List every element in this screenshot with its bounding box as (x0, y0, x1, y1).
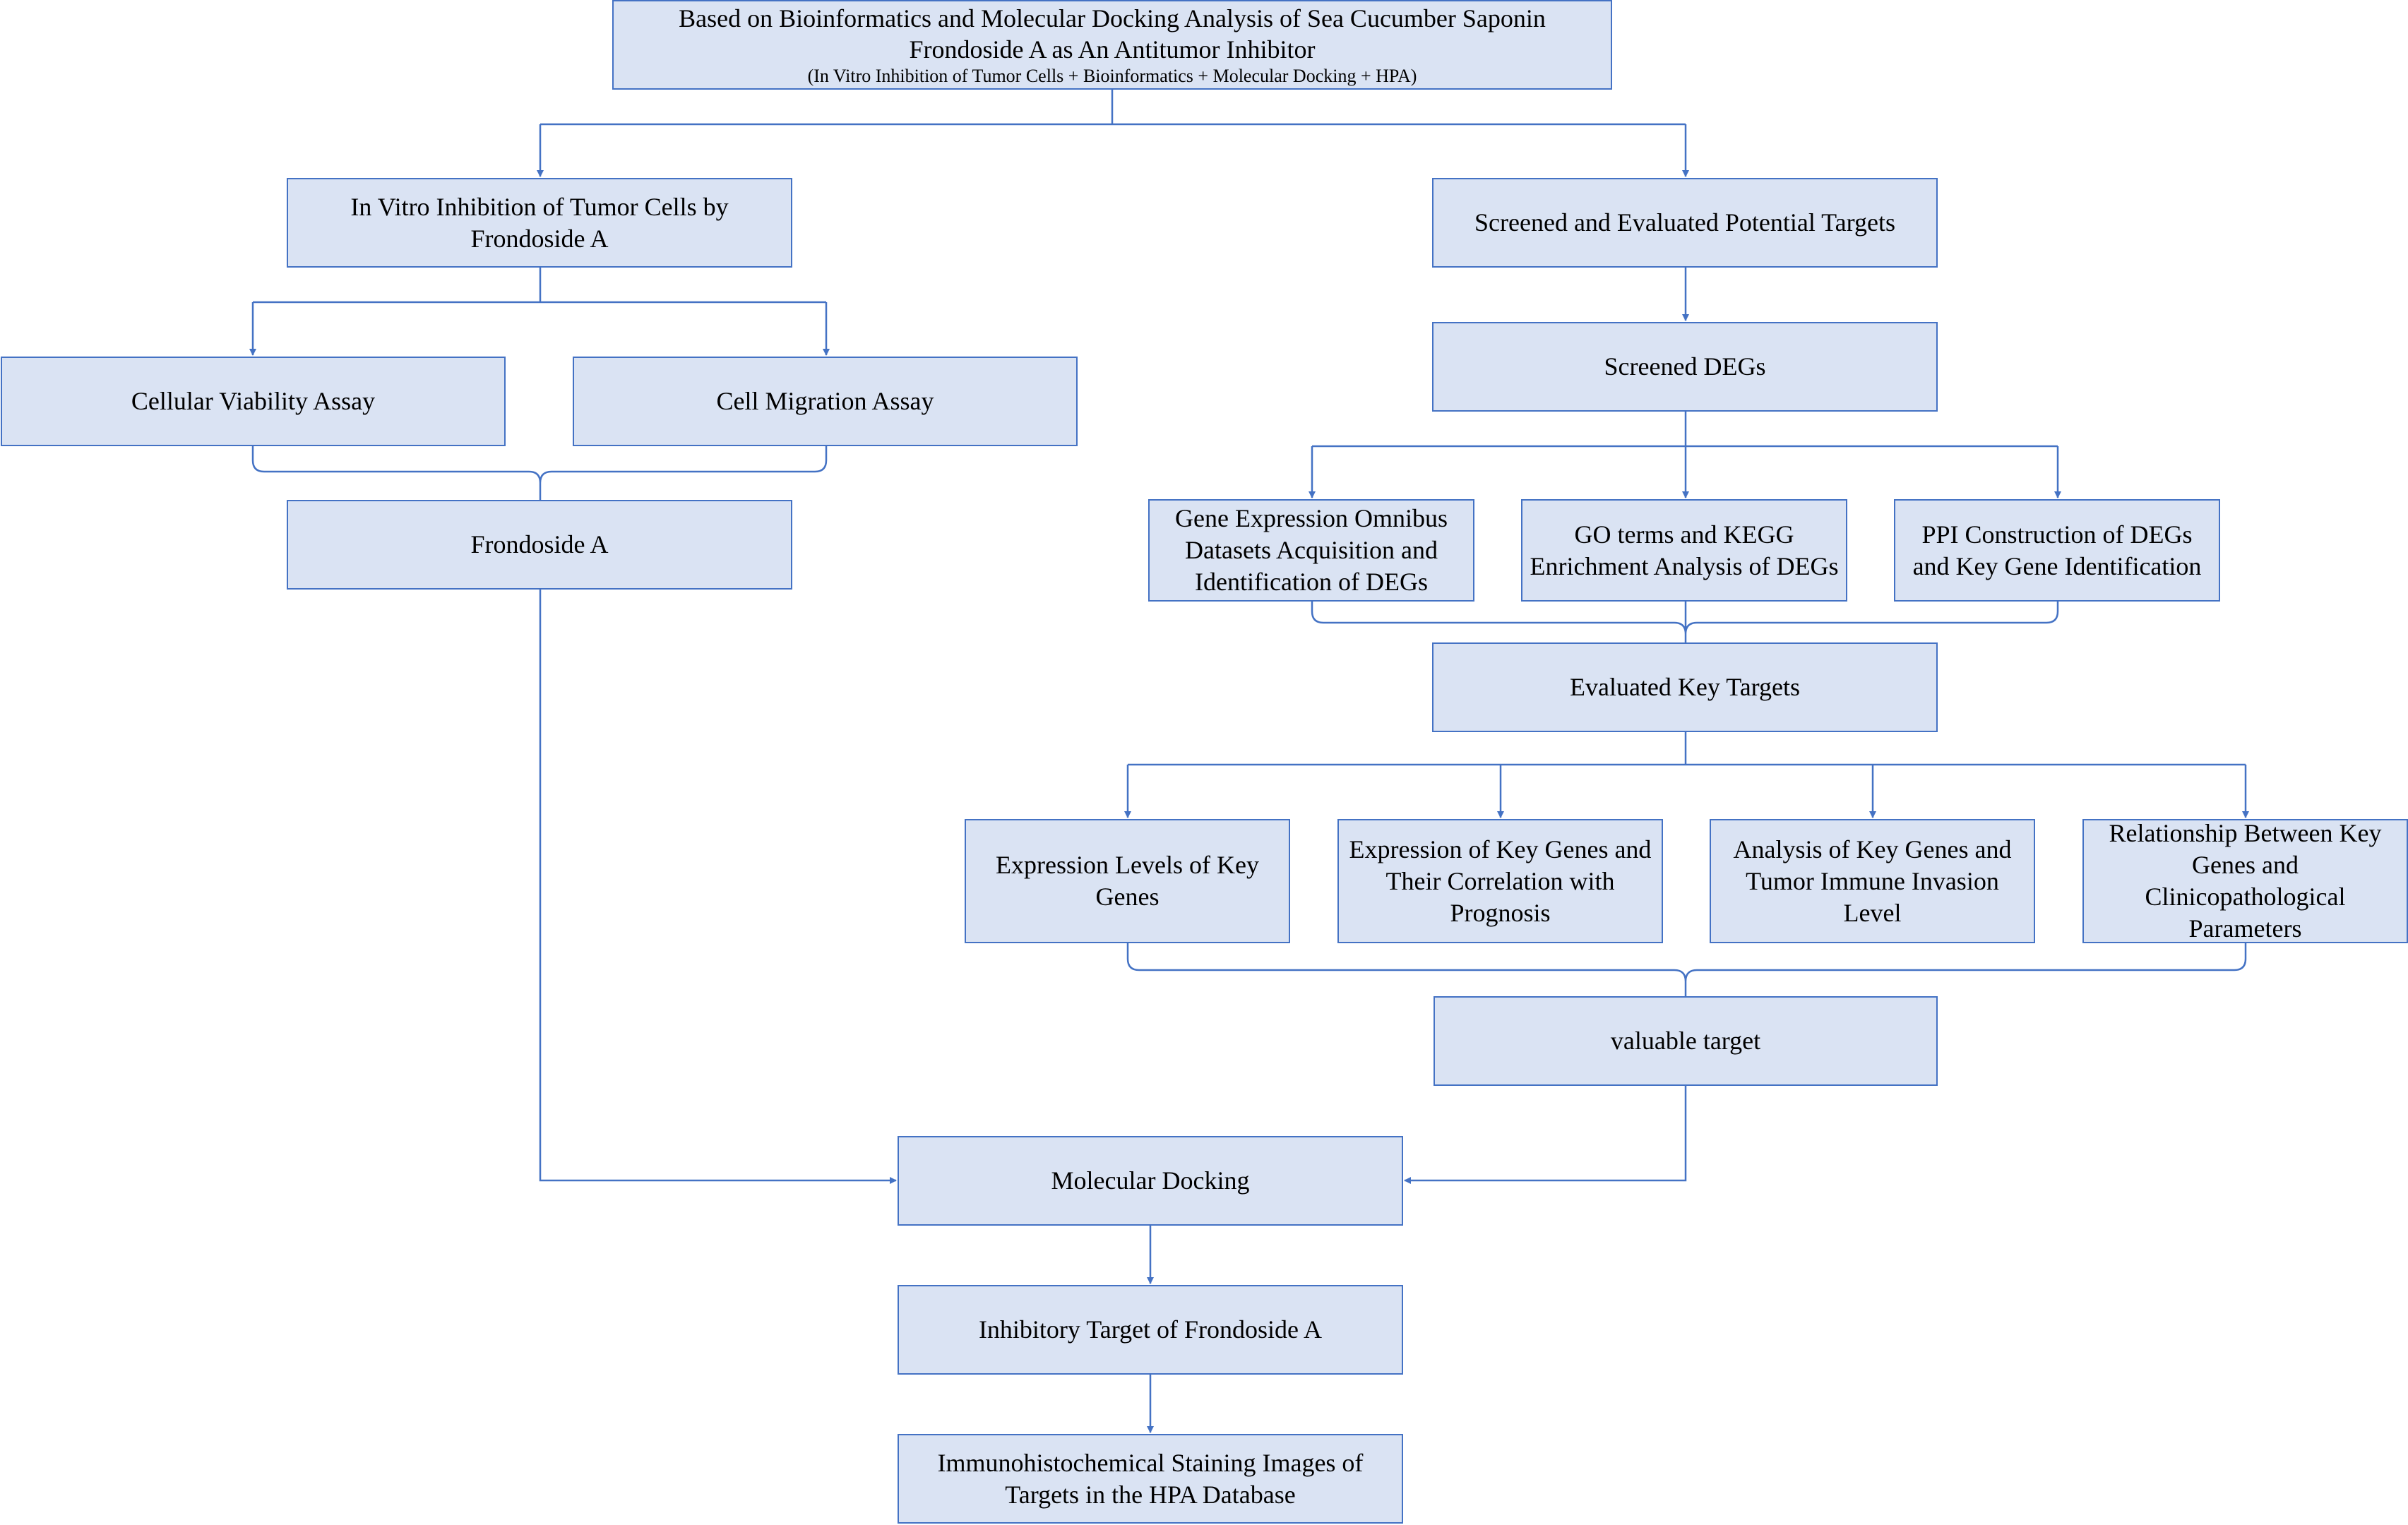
node-clinicopathological: Relationship Between Key Genes and Clini… (2082, 819, 2408, 943)
node-screened-evaluated-targets: Screened and Evaluated Potential Targets (1432, 178, 1938, 268)
title-line-1: Based on Bioinformatics and Molecular Do… (679, 4, 1546, 32)
bracket-analyses-to-evaluated (1311, 602, 2059, 642)
node-in-vitro-inhibition: In Vitro Inhibition of Tumor Cells by Fr… (287, 178, 792, 268)
node-inhibitory-target: Inhibitory Target of Frondoside A (898, 1285, 1403, 1375)
node-cellular-viability-assay: Cellular Viability Assay (1, 357, 506, 446)
connector-evaluated-split (1128, 732, 2246, 766)
node-geo-datasets: Gene Expression Omnibus Datasets Acquisi… (1148, 499, 1474, 602)
connector-title-split (540, 90, 1686, 126)
node-screened-degs: Screened DEGs (1432, 322, 1938, 412)
node-cell-migration-assay: Cell Migration Assay (573, 357, 1078, 446)
arrow-valuable-to-docking (1404, 1086, 1687, 1184)
title-line-2: Frondoside A as An Antitumor Inhibitor (909, 35, 1316, 64)
bracket-evaluations-to-valuable (1126, 943, 2247, 996)
node-ppi-construction: PPI Construction of DEGs and Key Gene Id… (1894, 499, 2220, 602)
connector-degs-split (1312, 412, 2058, 448)
node-valuable-target: valuable target (1434, 996, 1938, 1086)
node-molecular-docking: Molecular Docking (898, 1136, 1403, 1226)
title-subtitle: (In Vitro Inhibition of Tumor Cells + Bi… (807, 65, 1417, 86)
node-go-kegg-enrichment: GO terms and KEGG Enrichment Analysis of… (1521, 499, 1847, 602)
arrow-frondoside-to-docking (539, 590, 897, 1184)
node-ihc-staining: Immunohistochemical Staining Images of T… (898, 1434, 1403, 1524)
bracket-assays-to-frondoside (251, 446, 828, 500)
node-frondoside-a: Frondoside A (287, 500, 792, 590)
node-expression-prognosis: Expression of Key Genes and Their Correl… (1337, 819, 1663, 943)
node-evaluated-key-targets: Evaluated Key Targets (1432, 642, 1938, 732)
connector-invitro-split (253, 268, 826, 304)
title-box: Based on Bioinformatics and Molecular Do… (612, 0, 1612, 90)
node-immune-invasion: Analysis of Key Genes and Tumor Immune I… (1710, 819, 2035, 943)
node-expression-levels: Expression Levels of Key Genes (965, 819, 1290, 943)
